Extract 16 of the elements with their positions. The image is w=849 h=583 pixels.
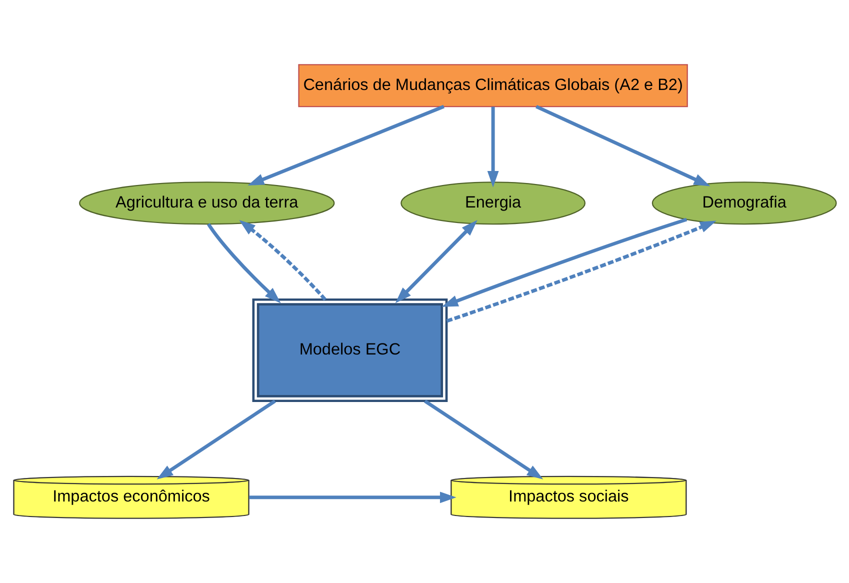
arrow bbox=[206, 223, 280, 304]
node-box: Cenários de Mudanças Climáticas Globais (A2 e B2) bbox=[298, 64, 688, 108]
arrow bbox=[423, 400, 543, 480]
arrow bbox=[446, 220, 716, 323]
node-ellipse: Demografia bbox=[651, 182, 836, 225]
node-box: Modelos EGC bbox=[252, 298, 448, 402]
arrow bbox=[394, 220, 477, 304]
node-ellipse: Agricultura e uso da terra bbox=[78, 182, 334, 225]
arrow bbox=[535, 104, 710, 186]
arrow bbox=[486, 106, 498, 188]
arrow bbox=[248, 492, 456, 504]
arrow bbox=[156, 400, 276, 480]
node-ellipse: Energia bbox=[400, 182, 586, 225]
arrow bbox=[441, 218, 687, 307]
arrow bbox=[247, 104, 444, 186]
arrow bbox=[238, 220, 326, 301]
